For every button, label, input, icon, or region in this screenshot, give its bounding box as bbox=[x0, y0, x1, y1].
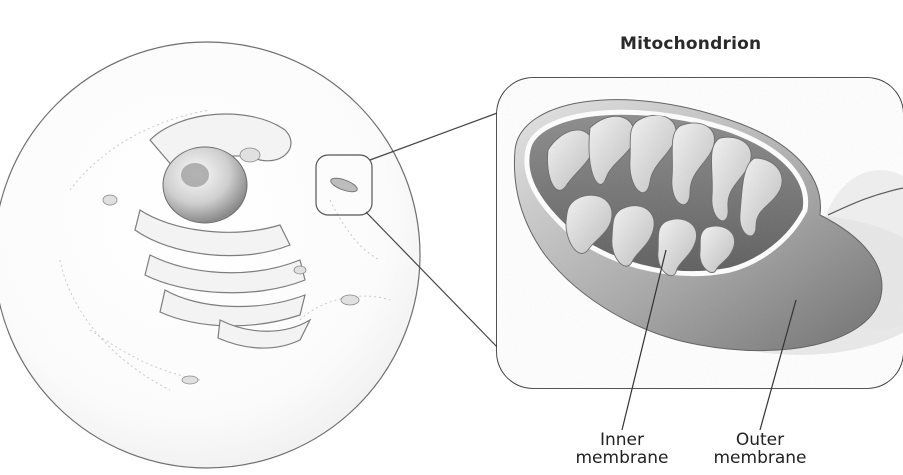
diagram-title: Mitochondrion bbox=[620, 34, 761, 54]
inner-membrane-label-line2: membrane bbox=[567, 449, 677, 467]
outer-membrane-label: Outer membrane bbox=[705, 431, 815, 467]
nucleus bbox=[163, 147, 247, 223]
mitochondrion-illustration bbox=[497, 78, 903, 388]
inner-membrane-label-line1: Inner bbox=[567, 431, 677, 449]
cell-illustration bbox=[0, 42, 420, 468]
outer-membrane-label-line2: membrane bbox=[705, 449, 815, 467]
inner-membrane-label: Inner membrane bbox=[567, 431, 677, 467]
outer-membrane-label-line1: Outer bbox=[705, 431, 815, 449]
